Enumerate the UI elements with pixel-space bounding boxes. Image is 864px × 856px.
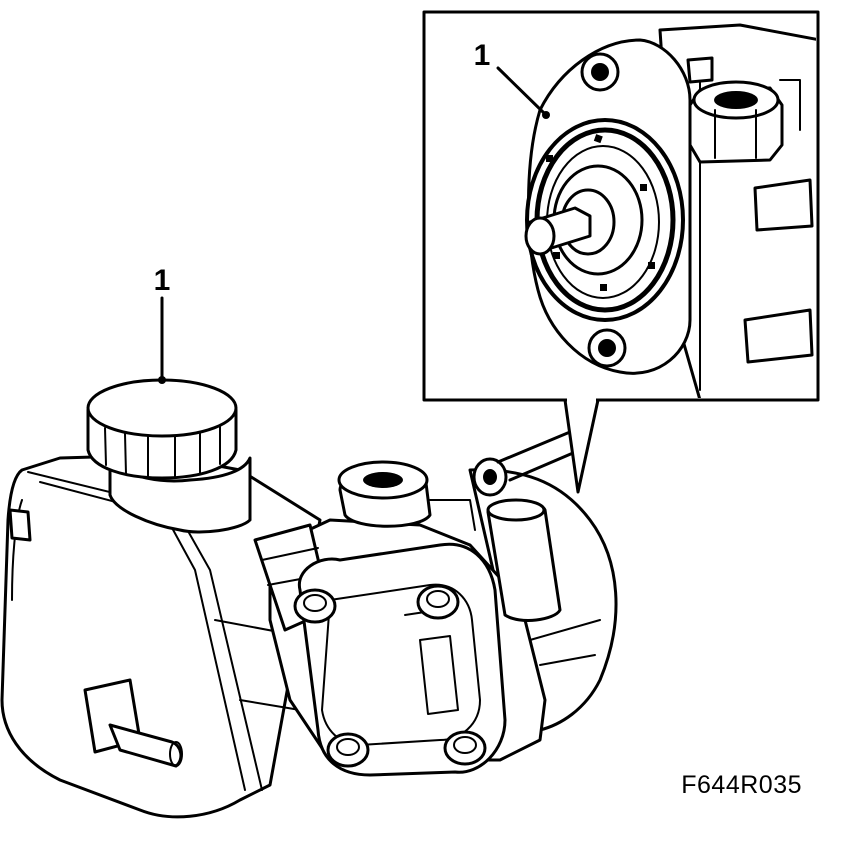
pump-cover: [293, 542, 507, 777]
callout-inset: 1: [474, 39, 550, 119]
reservoir-cap: [86, 378, 252, 534]
callout-inset-label: 1: [474, 39, 491, 72]
inset-shaft: [524, 164, 644, 276]
figure-code: F644R035: [681, 771, 802, 799]
bolt-top-left: [293, 588, 337, 624]
inset-detail: 1: [422, 10, 820, 494]
bolt-bottom-right: [443, 730, 487, 766]
reservoir: [0, 453, 322, 819]
callout-main: 1: [154, 264, 171, 384]
bolt-top-right: [416, 584, 460, 620]
callout-main-label: 1: [154, 264, 171, 297]
inset-fitting-nut: [688, 80, 784, 164]
bolt-bottom-left: [326, 732, 370, 768]
